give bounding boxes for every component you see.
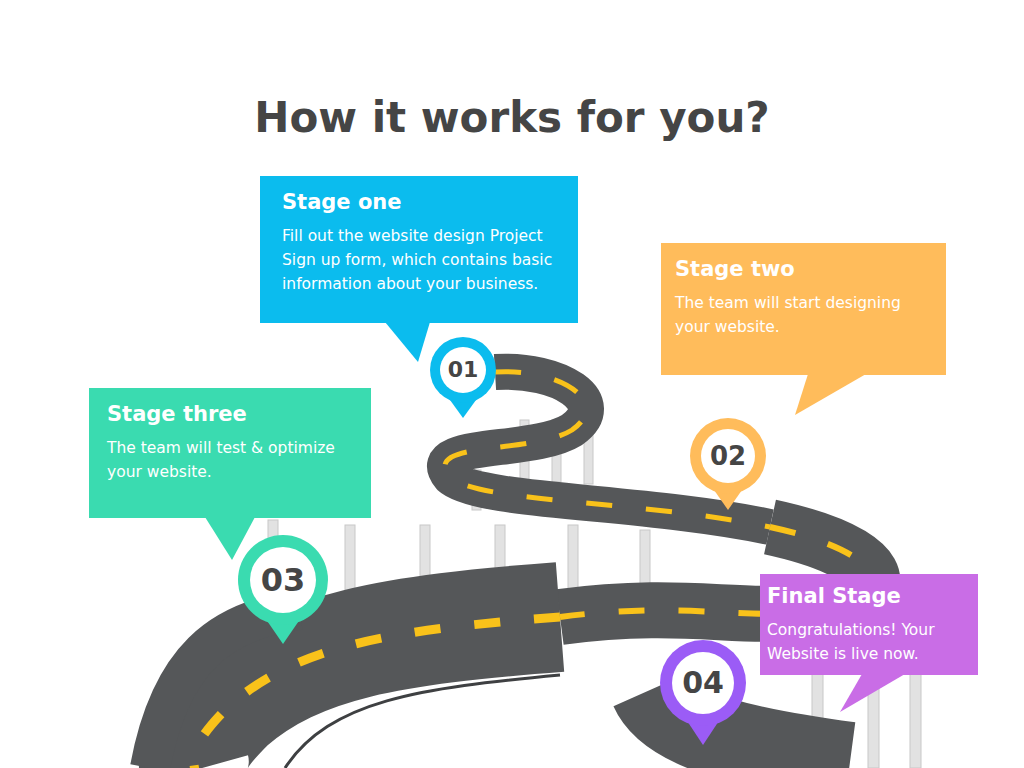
stage-description: The team will test & optimize your websi… <box>107 436 357 484</box>
callout-number: 02 <box>698 441 758 471</box>
stage-callout: Stage oneFill out the website design Pro… <box>260 176 578 323</box>
callout-tail <box>385 322 430 362</box>
stage-heading: Final Stage <box>767 582 972 610</box>
stage-callout: Final StageCongratulations! Your Website… <box>760 574 978 675</box>
callout-number: 03 <box>253 562 313 598</box>
pin-03 <box>238 535 328 644</box>
stage-description: The team will start designing your websi… <box>675 291 932 339</box>
pin-04 <box>660 640 746 745</box>
road-edge-shadow <box>285 675 560 768</box>
callout-tail <box>205 517 255 560</box>
stage-heading: Stage three <box>107 400 357 428</box>
stage-description: Fill out the website design Project Sign… <box>282 224 562 296</box>
stage-callout: Stage threeThe team will test & optimize… <box>89 388 371 518</box>
page-title: How it works for you? <box>0 92 1024 144</box>
callout-number: 01 <box>433 357 493 383</box>
callout-tail <box>795 374 866 415</box>
callout-number: 04 <box>673 666 733 700</box>
stage-heading: Stage two <box>675 255 932 283</box>
pin-01 <box>430 337 496 418</box>
stage-heading: Stage one <box>282 188 562 216</box>
pin-02 <box>690 418 766 510</box>
stage-callout: Stage twoThe team will start designing y… <box>661 243 946 375</box>
stage-description: Congratulations! Your Website is live no… <box>767 618 972 666</box>
callout-tail <box>840 674 905 712</box>
